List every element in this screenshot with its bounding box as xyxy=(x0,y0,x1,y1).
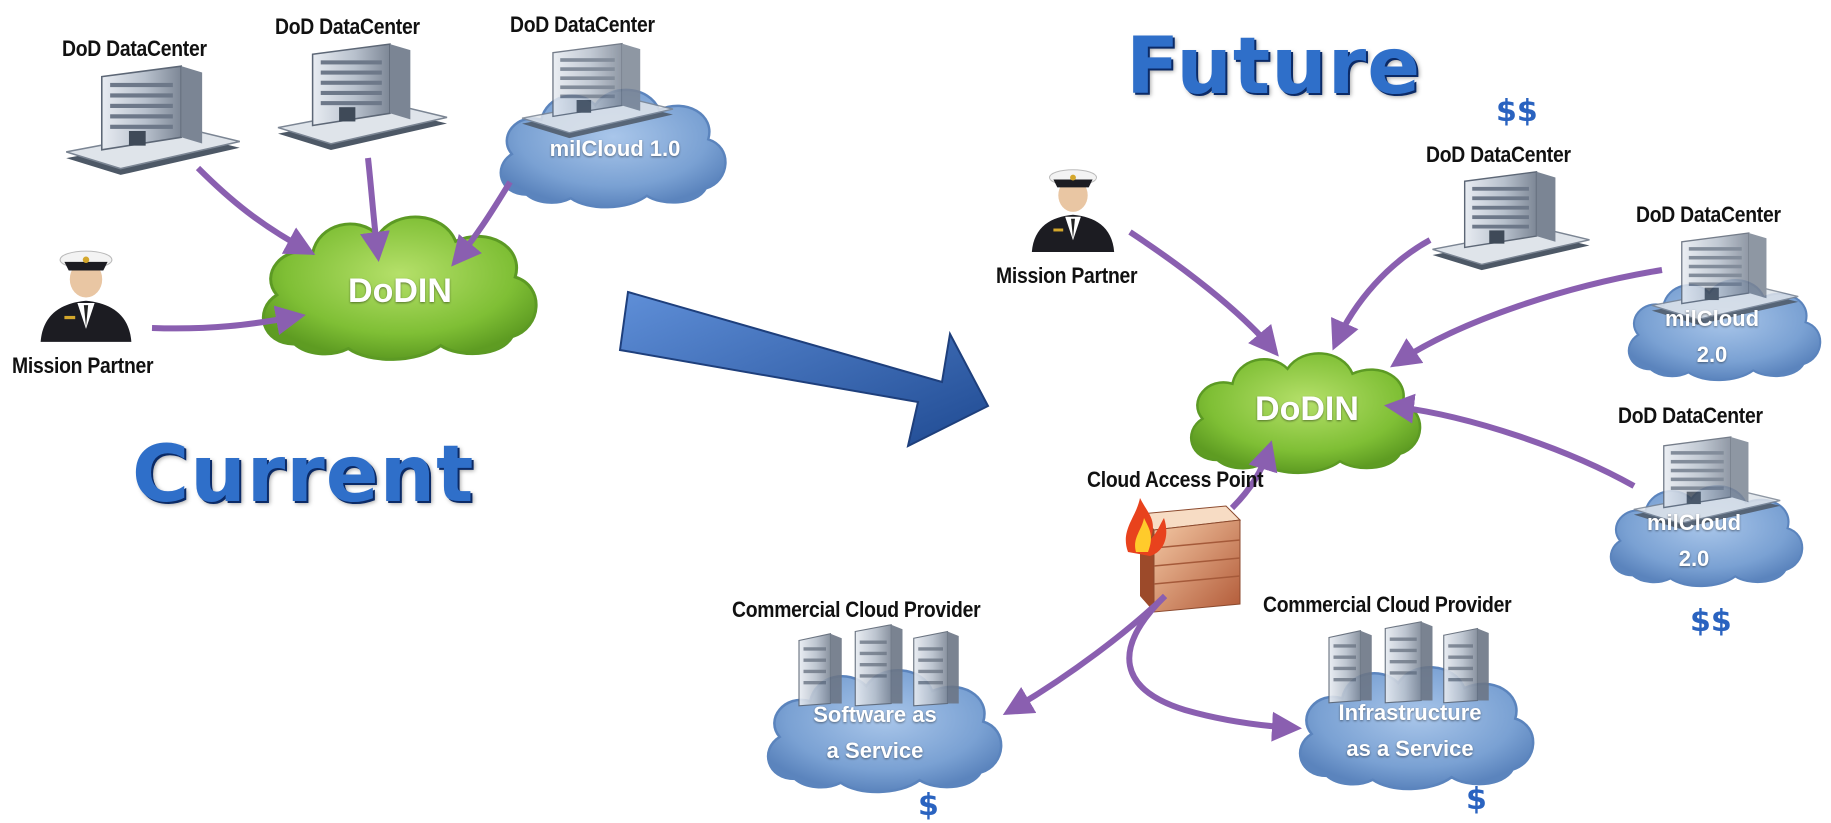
datacenter-building-icon xyxy=(65,65,241,176)
milcloud-label: milCloud xyxy=(1646,510,1742,535)
milcloud-label: milCloud xyxy=(1664,306,1760,331)
service-label: Infrastructure xyxy=(1338,700,1482,725)
officer-avatar-icon xyxy=(40,250,132,343)
future-title: Future xyxy=(1126,22,1422,112)
transition-arrow xyxy=(618,290,990,448)
datacenter-building-icon xyxy=(1431,171,1591,271)
current-connectors xyxy=(151,157,513,336)
datacenter-label: DoD DataCenter xyxy=(1618,403,1763,428)
cost-indicator: $$ xyxy=(1496,94,1538,129)
officer-avatar-icon xyxy=(1031,169,1115,253)
cost-indicator: $$ xyxy=(1690,604,1732,639)
datacenter-label: DoD DataCenter xyxy=(275,14,420,39)
datacenter-label: DoD DataCenter xyxy=(62,36,207,61)
commercial-provider-label: Commercial Cloud Provider xyxy=(1263,592,1512,617)
current-title: Current xyxy=(132,430,475,520)
future-connectors xyxy=(1002,229,1663,742)
datacenter-label: DoD DataCenter xyxy=(510,12,655,37)
service-label: as a Service xyxy=(1346,736,1474,761)
mission-partner-label: Mission Partner xyxy=(12,353,154,378)
milcloud-label: 2.0 xyxy=(1678,546,1710,571)
office-towers-icon xyxy=(798,624,960,707)
milcloud-label: 2.0 xyxy=(1696,342,1728,367)
office-towers-icon xyxy=(1328,621,1490,704)
cost-indicator: $ xyxy=(1466,782,1487,817)
dodin-label: DoDIN xyxy=(348,272,452,310)
mission-partner-label: Mission Partner xyxy=(996,263,1138,288)
dodin-label: DoDIN xyxy=(1255,390,1359,428)
cost-indicator: $ xyxy=(918,788,939,823)
datacenter-label: DoD DataCenter xyxy=(1636,202,1781,227)
service-label: Software as xyxy=(813,702,937,727)
milcloud-label: milCloud 1.0 xyxy=(549,136,681,161)
datacenter-building-icon xyxy=(277,43,448,151)
datacenter-label: DoD DataCenter xyxy=(1426,142,1571,167)
firewall-icon xyxy=(1125,498,1242,613)
commercial-provider-label: Commercial Cloud Provider xyxy=(732,597,981,622)
service-label: a Service xyxy=(826,738,924,763)
cloud-access-point-label: Cloud Access Point xyxy=(1087,467,1264,492)
